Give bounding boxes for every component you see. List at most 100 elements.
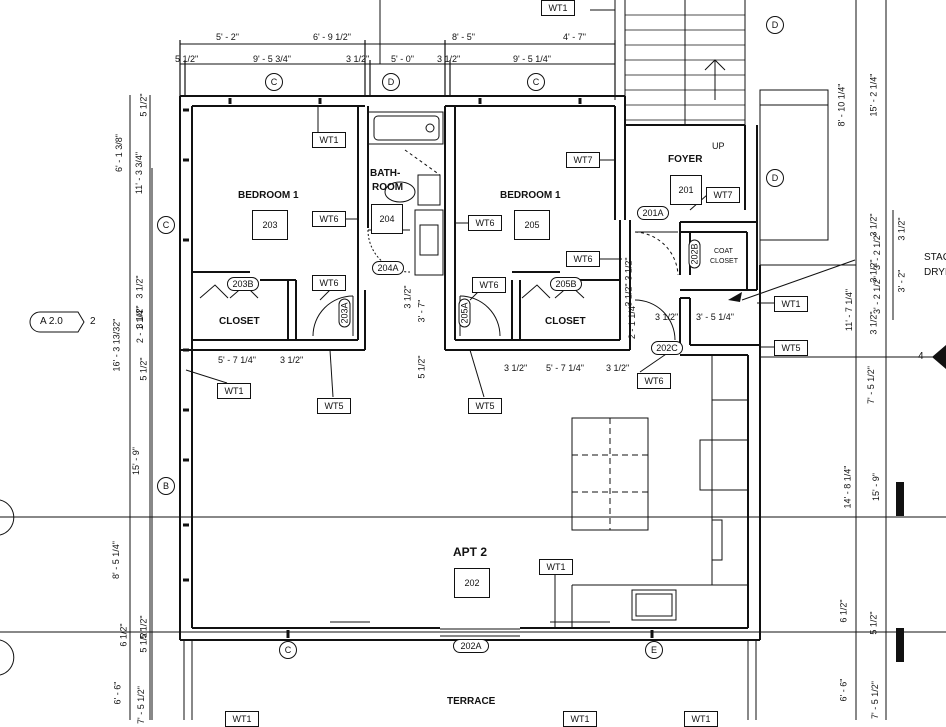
room-name-closet-right: CLOSET bbox=[545, 316, 586, 327]
room-name-terrace: TERRACE bbox=[447, 696, 496, 707]
wall-type-tag: WT1 bbox=[312, 132, 346, 148]
dimension-left: 3 1/2" bbox=[134, 305, 145, 329]
dimension-left: 7' - 5 1/2" bbox=[135, 686, 146, 724]
section-ref-number-right: 4 bbox=[918, 351, 924, 362]
wall-type-tag: WT6 bbox=[312, 275, 346, 291]
door-tag-202C: 202C bbox=[651, 341, 683, 355]
stair-note: DRYI bbox=[924, 267, 946, 278]
door-tag-204A: 204A bbox=[372, 261, 404, 275]
dimension-right: 7' - 5 1/2" bbox=[869, 681, 880, 719]
wall-type-tag: WT5 bbox=[317, 398, 351, 414]
dimension-left: 6' - 1 3/8" bbox=[113, 134, 124, 172]
dimension-interior: 3 1/2" bbox=[623, 257, 634, 281]
dimension-left: 5 1/2" bbox=[138, 357, 149, 381]
dimension-right: 3 1/2" bbox=[868, 311, 879, 335]
wall-type-tag: WT1 bbox=[563, 711, 597, 727]
wall-type-tag: WT1 bbox=[217, 383, 251, 399]
dimension-interior: 3 1/2" bbox=[623, 283, 634, 307]
wall-type-tag: WT6 bbox=[566, 251, 600, 267]
room-number-204: 204 bbox=[371, 204, 403, 234]
stair-up-label: UP bbox=[712, 141, 725, 151]
door-tag-202A: 202A bbox=[453, 639, 489, 653]
dimension-right: 3' - 2 1/2" bbox=[871, 276, 882, 314]
room-name-coat-closet: COAT bbox=[714, 248, 733, 255]
room-number-202: 202 bbox=[454, 568, 490, 598]
room-number-205: 205 bbox=[514, 210, 550, 240]
door-tag-205B: 205B bbox=[550, 277, 582, 291]
stair-note: STAG bbox=[924, 252, 946, 263]
door-tag-202B: 202B bbox=[688, 239, 701, 269]
dimension-interior: 3 1/2" bbox=[606, 363, 630, 373]
dimension-left: 8' - 5 1/4" bbox=[110, 541, 121, 579]
dimension-right: 8' - 10 1/4" bbox=[836, 83, 847, 127]
dimension-right: 7' - 5 1/2" bbox=[865, 366, 876, 404]
dimension-top: 9' - 5 1/4" bbox=[513, 54, 551, 64]
door-tag-203A: 203A bbox=[338, 298, 351, 328]
dimension-right: 15' - 9" bbox=[870, 473, 881, 501]
room-name-apt: APT 2 bbox=[453, 545, 488, 559]
wall-type-tag: WT5 bbox=[774, 340, 808, 356]
dimension-interior: 3' - 5 1/4" bbox=[696, 312, 734, 322]
grid-marker-b: B bbox=[157, 477, 175, 495]
dimension-left: 5 1/2" bbox=[138, 93, 149, 117]
room-name-closet-left: CLOSET bbox=[219, 316, 260, 327]
dimension-interior: 3 1/2" bbox=[280, 355, 304, 365]
dimension-right: 3' - 2" bbox=[896, 269, 907, 293]
dimension-top: 9' - 5 3/4" bbox=[253, 54, 291, 64]
dimension-right: 11' - 7 1/4" bbox=[844, 288, 855, 332]
grid-marker-c: C bbox=[279, 641, 297, 659]
wall-type-tag: WT7 bbox=[706, 187, 740, 203]
dimension-top: 8' - 5" bbox=[452, 32, 475, 42]
wall-type-tag: WT6 bbox=[472, 277, 506, 293]
dimension-left: 5 1/2" bbox=[138, 629, 149, 653]
wall-type-tag: WT7 bbox=[566, 152, 600, 168]
dimension-interior: 5 1/2" bbox=[416, 355, 427, 379]
door-tag-205A: 205A bbox=[458, 298, 471, 328]
dimension-interior: 2 - 1 1/4" bbox=[627, 302, 638, 340]
wall-type-tag: WT1 bbox=[684, 711, 718, 727]
room-number-203: 203 bbox=[252, 210, 288, 240]
wall-type-tag: WT1 bbox=[541, 0, 575, 16]
dimension-interior: 3 1/2" bbox=[655, 312, 679, 322]
grid-marker-c: C bbox=[265, 73, 283, 91]
dimension-top: 3 1/2" bbox=[437, 54, 461, 64]
dimension-interior: 5' - 7 1/4" bbox=[546, 363, 584, 373]
room-name-bathroom: ROOM bbox=[372, 182, 404, 193]
dimension-top: 6' - 9 1/2" bbox=[313, 32, 351, 42]
wall-type-tag: WT1 bbox=[774, 296, 808, 312]
dimension-left: 6 1/2" bbox=[118, 623, 129, 647]
dimension-right: 6' - 6" bbox=[838, 678, 849, 702]
dimension-right: 6 1/2" bbox=[838, 599, 849, 623]
room-name-bedroom-205: BEDROOM 1 bbox=[500, 190, 561, 201]
wall-type-tag: WT1 bbox=[539, 559, 573, 575]
wall-type-tag: WT1 bbox=[225, 711, 259, 727]
dimension-top: 5 1/2" bbox=[175, 54, 199, 64]
dimension-right: 3 1/2" bbox=[896, 217, 907, 241]
dimension-left: 3 1/2" bbox=[134, 275, 145, 299]
dimension-interior: 3' - 7" bbox=[416, 299, 427, 323]
room-name-coat-closet: CLOSET bbox=[710, 258, 739, 265]
dimension-top: 4' - 7" bbox=[563, 32, 586, 42]
dimension-interior: 5' - 7 1/4" bbox=[218, 355, 256, 365]
section-ref-number: 2 bbox=[90, 316, 96, 327]
grid-marker-d: D bbox=[382, 73, 400, 91]
wall-type-tag: WT6 bbox=[637, 373, 671, 389]
dimension-left: 11' - 3 3/4" bbox=[134, 151, 145, 195]
dimension-top: 5' - 0" bbox=[391, 54, 414, 64]
grid-marker-d: D bbox=[766, 16, 784, 34]
grid-marker-c: C bbox=[527, 73, 545, 91]
dimension-right: 5 1/2" bbox=[868, 611, 879, 635]
dimension-top: 5' - 2" bbox=[216, 32, 239, 42]
door-tag-201A: 201A bbox=[637, 206, 669, 220]
dimension-top: 3 1/2" bbox=[346, 54, 370, 64]
room-number-201: 201 bbox=[670, 175, 702, 205]
dimension-interior: 3 1/2" bbox=[402, 285, 413, 309]
dimension-interior: 3 1/2" bbox=[504, 363, 528, 373]
dimension-right: 14' - 8 1/4" bbox=[842, 465, 853, 509]
room-name-bathroom: BATH- bbox=[370, 168, 401, 179]
dimension-left: 6' - 6" bbox=[112, 681, 123, 705]
section-ref-sheet: A 2.0 bbox=[40, 316, 63, 327]
grid-marker-c: C bbox=[157, 216, 175, 234]
grid-marker-d: D bbox=[766, 169, 784, 187]
wall-type-tag: WT6 bbox=[468, 215, 502, 231]
